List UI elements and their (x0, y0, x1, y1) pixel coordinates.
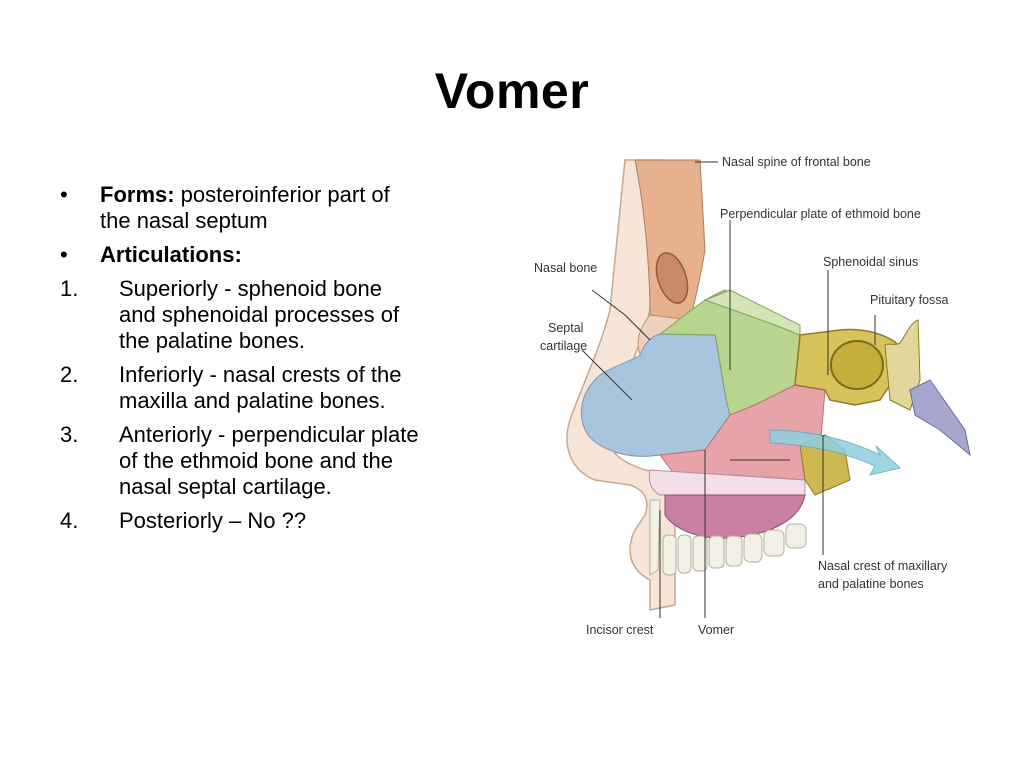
item-text: Superiorly - sphenoid bone and sphenoida… (119, 276, 400, 353)
item-text: Posteriorly – No ?? (119, 508, 307, 533)
bullet-dot: • (60, 182, 68, 207)
bullet-label: Forms: (100, 182, 175, 207)
frontal-sinus (655, 252, 689, 304)
numbered-item: 1. Superiorly - sphenoid bone and spheno… (60, 276, 420, 354)
numbered-item: 2. Inferiorly - nasal crests of the maxi… (60, 362, 420, 414)
label-nasal-spine: Nasal spine of frontal bone (722, 155, 871, 169)
oral-palate (664, 494, 806, 539)
item-text: Anteriorly - perpendicular plate of the … (119, 422, 419, 499)
label-nasal-crest-2: and palatine bones (818, 577, 924, 591)
slide-body: • Forms: posteroinferior part of the nas… (60, 182, 420, 542)
numbered-item: 4. Posteriorly – No ?? (60, 508, 420, 534)
label-sphenoidal-sinus: Sphenoidal sinus (823, 255, 918, 269)
cribriform-plate (703, 289, 801, 336)
label-vomer: Vomer (698, 623, 734, 637)
item-number: 1. (60, 276, 79, 301)
bullet-dot: • (60, 242, 68, 267)
airflow-arrow (769, 429, 902, 476)
label-perpendicular-plate: Perpendicular plate of ethmoid bone (720, 207, 921, 221)
label-nasal-crest-1: Nasal crest of maxillary (818, 559, 948, 573)
teeth (649, 499, 807, 576)
label-nasal-bone: Nasal bone (534, 261, 597, 275)
bullet-label: Articulations: (100, 242, 242, 267)
sphenoidal-sinus (830, 340, 884, 390)
label-cartilage: cartilage (540, 339, 587, 353)
item-text: Inferiorly - nasal crests of the maxilla… (119, 362, 402, 413)
nasal-septum-illustration: Nasal spine of frontal bone Perpendicula… (534, 155, 971, 637)
label-pituitary-fossa: Pituitary fossa (870, 293, 949, 307)
numbered-item: 3. Anteriorly - perpendicular plate of t… (60, 422, 420, 500)
basisphenoid (884, 319, 921, 411)
item-number: 4. (60, 508, 79, 533)
slide-title: Vomer (434, 63, 590, 119)
bullet-item: • Articulations: (60, 242, 420, 268)
bullet-text: posteroinferior part of the nasal septum (100, 182, 390, 233)
label-septal: Septal (548, 321, 583, 335)
item-number: 3. (60, 422, 79, 447)
label-incisor-crest: Incisor crest (586, 623, 654, 637)
item-number: 2. (60, 362, 79, 387)
clivus (909, 379, 971, 457)
bullet-item: • Forms: posteroinferior part of the nas… (60, 182, 420, 234)
